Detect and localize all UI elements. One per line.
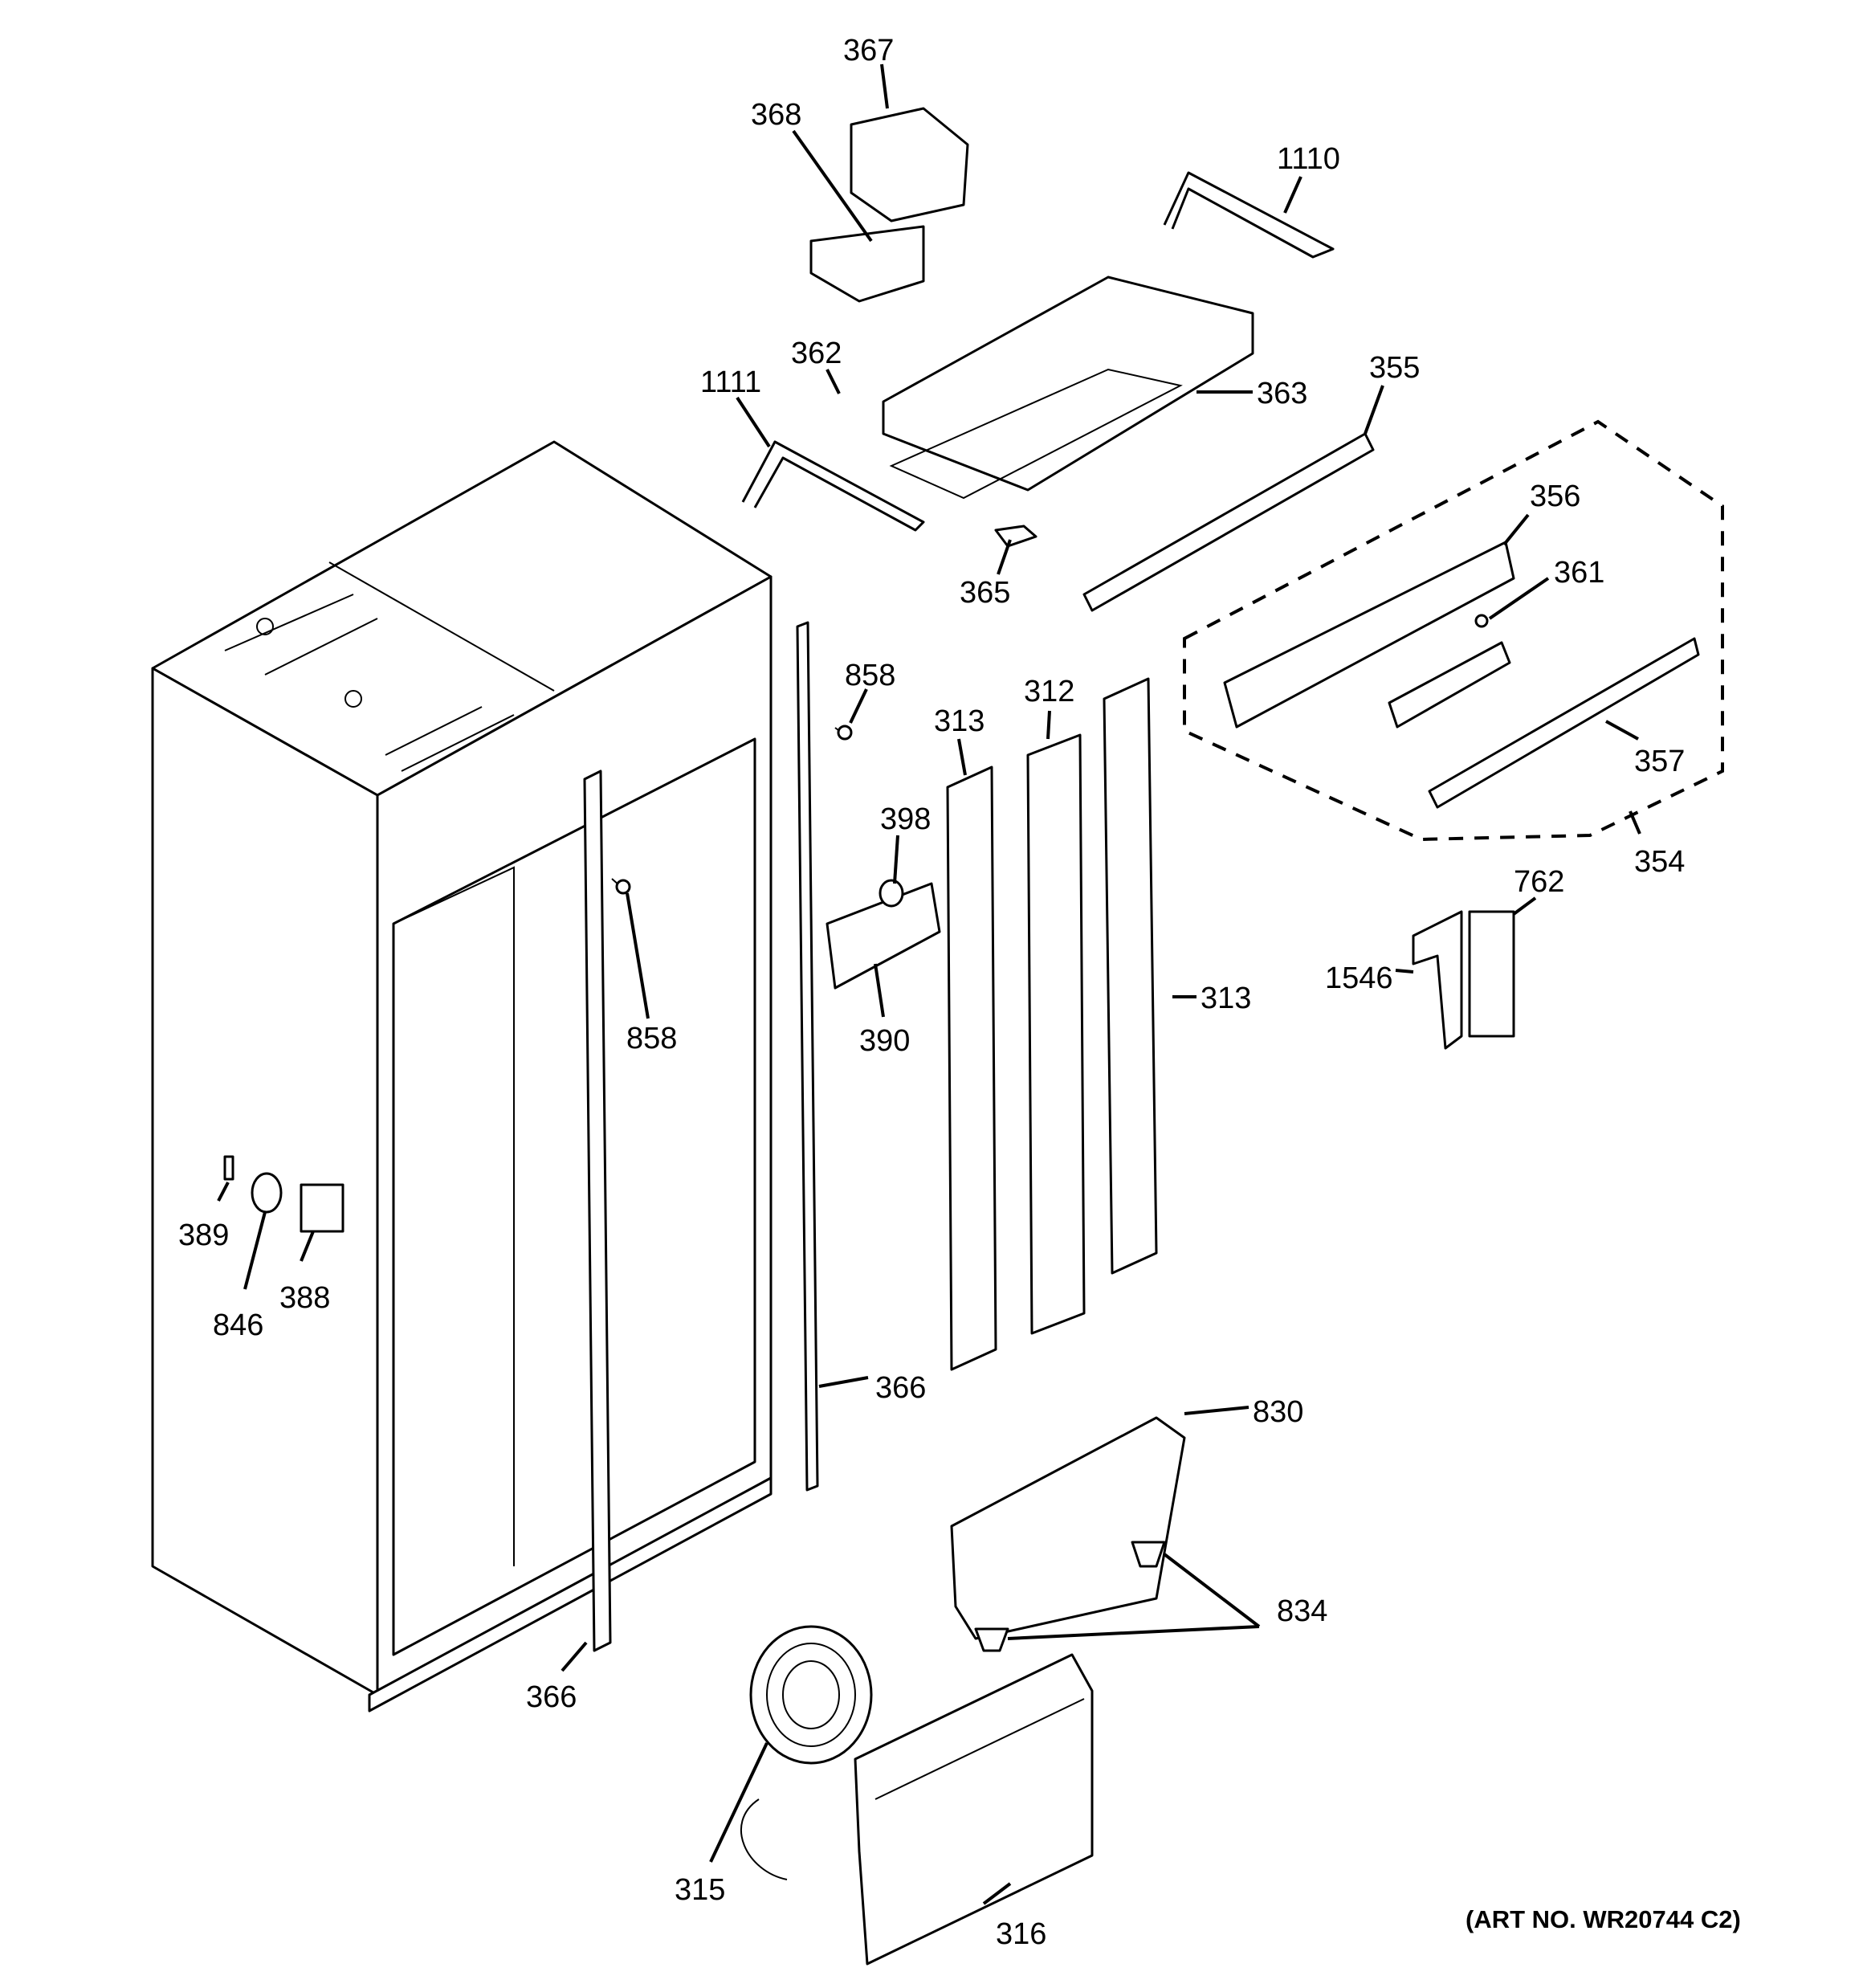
label-366b: 366 bbox=[526, 1680, 577, 1714]
label-354: 354 bbox=[1634, 845, 1685, 879]
part-355-rail bbox=[1082, 432, 1375, 612]
part-834-foot-b bbox=[974, 1627, 1009, 1652]
label-313a: 313 bbox=[934, 704, 984, 738]
part-labels: 367 368 1110 362 1111 363 355 365 356 36… bbox=[178, 34, 1741, 1951]
leader-lines bbox=[217, 63, 1641, 1905]
part-388-shape bbox=[300, 1183, 344, 1233]
label-365: 365 bbox=[960, 576, 1010, 610]
label-390: 390 bbox=[859, 1024, 910, 1058]
part-312-mullion bbox=[1026, 733, 1086, 1335]
part-361-screw bbox=[1474, 614, 1489, 628]
label-389: 389 bbox=[178, 1219, 229, 1252]
part-389-shape bbox=[223, 1155, 234, 1181]
label-858a: 858 bbox=[845, 659, 895, 692]
label-858b: 858 bbox=[626, 1022, 677, 1055]
label-366a: 366 bbox=[875, 1371, 926, 1405]
label-846: 846 bbox=[213, 1308, 263, 1342]
part-398-shape bbox=[879, 879, 904, 908]
part-365-shape bbox=[994, 525, 1037, 548]
part-315-coil bbox=[740, 1625, 873, 1880]
cabinet-case bbox=[151, 440, 773, 1712]
part-830-bracket bbox=[950, 1416, 1186, 1640]
part-313-mullion-b bbox=[1103, 677, 1158, 1275]
part-834-foot-a bbox=[1131, 1541, 1166, 1568]
part-367-shape bbox=[850, 107, 969, 222]
part-368-shape bbox=[809, 225, 925, 303]
label-367: 367 bbox=[843, 34, 894, 67]
label-762: 762 bbox=[1514, 865, 1564, 899]
label-830: 830 bbox=[1253, 1395, 1303, 1429]
label-1546: 1546 bbox=[1325, 961, 1393, 995]
label-313b: 313 bbox=[1201, 982, 1251, 1015]
part-366-trim-right bbox=[796, 621, 819, 1492]
part-313-mullion-a bbox=[946, 765, 997, 1371]
label-1111: 1111 bbox=[700, 365, 761, 399]
part-362-363-housing bbox=[882, 276, 1254, 492]
label-1110: 1110 bbox=[1277, 142, 1340, 176]
part-858-screw-b bbox=[611, 878, 631, 895]
art-number: (ART NO. WR20744 C2) bbox=[1466, 1905, 1741, 1933]
part-762-shape bbox=[1468, 910, 1515, 1038]
part-1546-shape bbox=[1412, 910, 1463, 1050]
label-362: 362 bbox=[791, 337, 842, 370]
part-361-board bbox=[1388, 641, 1511, 729]
part-846-shape bbox=[251, 1172, 283, 1214]
part-356-trim bbox=[1223, 541, 1515, 729]
label-361: 361 bbox=[1554, 556, 1604, 590]
part-354-outline bbox=[1183, 419, 1724, 842]
part-366-trim-left bbox=[583, 769, 612, 1652]
label-368: 368 bbox=[751, 98, 801, 132]
part-858-screw-a bbox=[834, 725, 853, 741]
part-1111-bracket bbox=[741, 440, 925, 532]
label-388: 388 bbox=[279, 1281, 330, 1315]
part-1110-bracket bbox=[1163, 171, 1335, 259]
label-355: 355 bbox=[1369, 351, 1420, 385]
label-316: 316 bbox=[996, 1917, 1046, 1951]
label-363: 363 bbox=[1257, 377, 1307, 410]
label-834: 834 bbox=[1277, 1594, 1327, 1628]
label-312: 312 bbox=[1024, 675, 1074, 708]
part-316-panel bbox=[854, 1653, 1094, 1966]
label-356: 356 bbox=[1530, 480, 1580, 513]
label-315: 315 bbox=[675, 1873, 725, 1907]
part-357-panel bbox=[1428, 637, 1700, 809]
label-398: 398 bbox=[880, 802, 931, 836]
part-363-gasket bbox=[889, 368, 1183, 500]
label-357: 357 bbox=[1634, 745, 1685, 778]
